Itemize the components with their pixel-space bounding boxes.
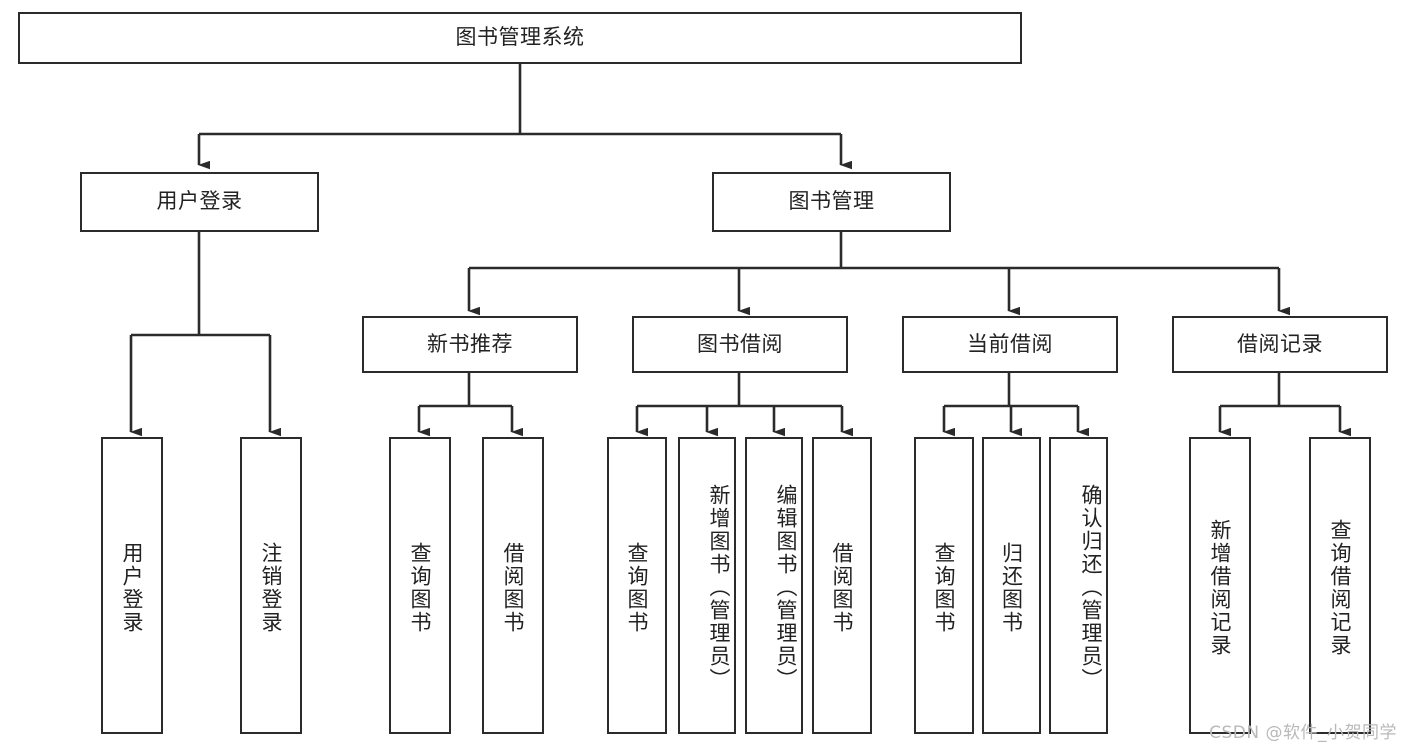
leaf-borrow-add-book-admin[interactable]: 新增图书（管理员） xyxy=(678,437,736,734)
leaf-record-query-borrow-record[interactable]: 查询借阅记录 xyxy=(1309,437,1371,734)
node-label: 查询图书 xyxy=(625,541,649,634)
node-label: 借阅图书 xyxy=(501,541,525,634)
leaf-record-add-borrow-record[interactable]: 新增借阅记录 xyxy=(1189,437,1251,734)
leaf-borrow-query-book[interactable]: 查询图书 xyxy=(607,437,667,734)
node-label: 图书管理系统 xyxy=(455,25,585,50)
node-label: 查询借阅记录 xyxy=(1328,518,1352,657)
leaf-user-logout[interactable]: 注销登录 xyxy=(240,437,302,734)
leaf-current-query-book[interactable]: 查询图书 xyxy=(914,437,974,734)
node-book-borrow[interactable]: 图书借阅 xyxy=(632,316,848,373)
node-label: 归还图书 xyxy=(999,541,1024,634)
watermark: CSDN @软件_小贺同学 xyxy=(1209,723,1397,743)
node-label: 注销登录 xyxy=(259,541,283,634)
node-label: 查询图书 xyxy=(408,541,432,634)
leaf-current-confirm-return-admin[interactable]: 确认归还（管理员） xyxy=(1049,437,1108,734)
node-book-management[interactable]: 图书管理 xyxy=(712,172,951,232)
node-label: 编辑图书（管理员） xyxy=(774,484,798,691)
node-borrow-record[interactable]: 借阅记录 xyxy=(1172,316,1388,373)
node-label: 查询图书 xyxy=(932,541,956,634)
node-label: 新增图书（管理员） xyxy=(707,484,731,691)
node-label: 当前借阅 xyxy=(967,331,1053,356)
node-current-borrow[interactable]: 当前借阅 xyxy=(902,316,1118,373)
node-label: 图书管理 xyxy=(788,189,875,214)
leaf-borrow-edit-book-admin[interactable]: 编辑图书（管理员） xyxy=(745,437,803,734)
node-user-login[interactable]: 用户登录 xyxy=(80,172,319,232)
node-label: 新增借阅记录 xyxy=(1208,518,1232,657)
node-label: 新书推荐 xyxy=(427,331,513,356)
leaf-user-login-do[interactable]: 用户登录 xyxy=(101,437,163,734)
node-label: 用户登录 xyxy=(120,541,144,634)
leaf-recommend-query-book[interactable]: 查询图书 xyxy=(389,437,451,734)
leaf-current-return-book[interactable]: 归还图书 xyxy=(982,437,1041,734)
node-label: 用户登录 xyxy=(156,189,243,214)
node-new-book-recommend[interactable]: 新书推荐 xyxy=(362,316,578,373)
node-root-system[interactable]: 图书管理系统 xyxy=(18,12,1022,64)
node-label: 借阅图书 xyxy=(830,541,854,634)
leaf-borrow-borrow-book[interactable]: 借阅图书 xyxy=(812,437,872,734)
node-label: 图书借阅 xyxy=(697,331,783,356)
node-label: 确认归还（管理员） xyxy=(1079,484,1103,691)
node-label: 借阅记录 xyxy=(1237,331,1323,356)
leaf-recommend-borrow-book[interactable]: 借阅图书 xyxy=(482,437,544,734)
